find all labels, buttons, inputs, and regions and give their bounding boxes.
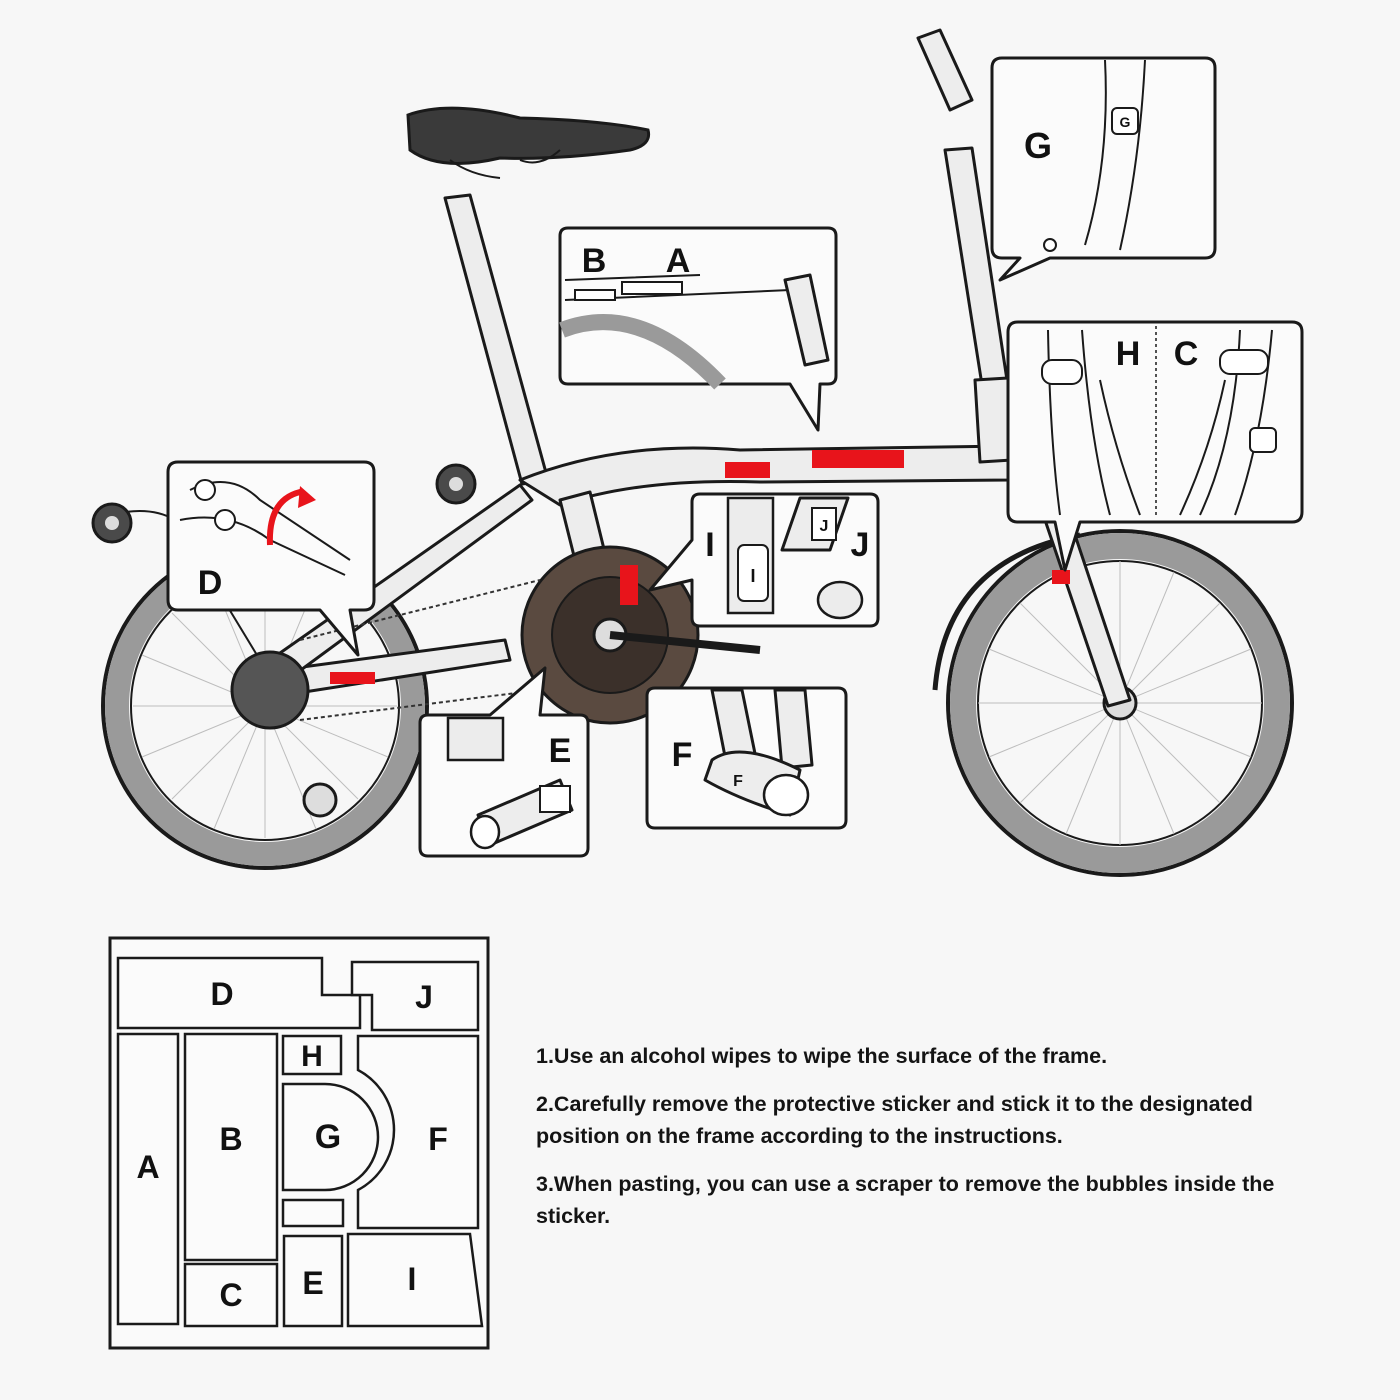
sheet-piece-blank	[281, 1198, 345, 1228]
sheet-piece-a	[116, 1032, 180, 1326]
callout-label-h: H	[1116, 335, 1141, 373]
sheet-piece-e	[282, 1234, 344, 1328]
sheet-label-j: J	[415, 979, 433, 1015]
sheet-piece-b	[183, 1032, 279, 1262]
sheet-label-i: I	[408, 1261, 417, 1297]
sheet-label-f: F	[428, 1121, 448, 1157]
sticker-sheet: D J H A B G F C E I	[108, 936, 490, 1350]
callout-label-d: D	[198, 564, 223, 602]
callout-d: D	[166, 460, 376, 657]
instructions: 1.Use an alcohol wipes to wipe the surfa…	[536, 1040, 1316, 1248]
callout-label-c: C	[1174, 335, 1199, 373]
small-mark-g: G	[1120, 114, 1131, 130]
sheet-piece-h	[281, 1034, 343, 1076]
sheet-label-e: E	[302, 1265, 323, 1301]
instruction-step-3: 3.When pasting, you can use a scraper to…	[536, 1172, 1275, 1228]
sticker-mark-main-tube-small	[725, 462, 770, 478]
sticker-mark-fork	[1052, 570, 1070, 584]
callout-label-g: G	[1024, 125, 1052, 166]
sheet-piece-g	[281, 1082, 380, 1192]
saddle	[406, 106, 651, 165]
sheet-piece-i	[346, 1232, 484, 1328]
small-mark-f: F	[733, 773, 743, 790]
callout-label-j: J	[851, 526, 870, 564]
sheet-label-c: C	[219, 1277, 242, 1313]
callout-label-i: I	[705, 526, 714, 564]
callout-hc: H C	[1006, 320, 1304, 572]
small-mark-j: J	[820, 518, 829, 535]
sticker-mark-main-tube	[812, 450, 904, 468]
sheet-piece-c	[183, 1262, 279, 1328]
sticker-mark-chain-stay	[330, 672, 375, 684]
instruction-step-1: 1.Use an alcohol wipes to wipe the surfa…	[536, 1044, 1108, 1068]
sheet-piece-f	[356, 1034, 480, 1230]
small-mark-i: I	[750, 566, 755, 586]
sheet-label-b: B	[219, 1121, 242, 1157]
callout-label-f: F	[672, 736, 693, 774]
callout-label-b: B	[582, 242, 607, 280]
instruction-step-2: 2.Carefully remove the protective sticke…	[536, 1092, 1253, 1148]
callout-label-e: E	[549, 732, 572, 770]
callout-ba: B A	[558, 226, 838, 432]
callout-f: F F	[645, 686, 848, 830]
sheet-label-h: H	[301, 1040, 323, 1073]
callout-label-a: A	[666, 242, 691, 280]
sheet-label-a: A	[136, 1149, 159, 1185]
sheet-label-g: G	[315, 1118, 341, 1156]
callout-g: G G	[990, 56, 1217, 282]
callout-ij: I J I J	[648, 492, 880, 628]
sheet-label-d: D	[210, 976, 233, 1012]
sheet-piece-j	[350, 960, 480, 1032]
sticker-mark-down-tube	[620, 565, 638, 605]
callout-e: E	[418, 666, 590, 858]
